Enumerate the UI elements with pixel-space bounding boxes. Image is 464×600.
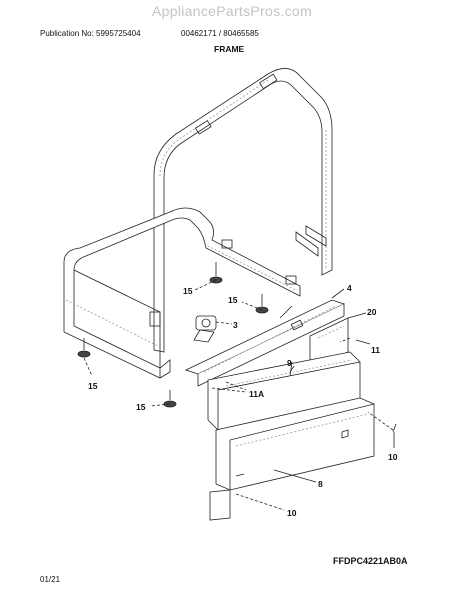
callout-11a: 11A bbox=[249, 389, 264, 399]
callout-4: 4 bbox=[347, 283, 352, 293]
callout-3: 3 bbox=[233, 320, 238, 330]
leg-15-a bbox=[194, 262, 223, 291]
callout-8: 8 bbox=[318, 479, 323, 489]
callout-leaders bbox=[279, 305, 295, 373]
base-frame bbox=[63, 207, 301, 379]
callout-15-d: 15 bbox=[136, 402, 146, 412]
front-rail bbox=[184, 288, 346, 387]
toe-kick-panel bbox=[209, 397, 375, 521]
callout-15-a: 15 bbox=[183, 286, 193, 296]
screw-10-right bbox=[367, 411, 397, 448]
callout-10-right: 10 bbox=[388, 452, 398, 462]
inlet-valve bbox=[193, 315, 233, 343]
watermark: AppliancePartsPros.com bbox=[152, 3, 312, 19]
callout-9: 9 bbox=[287, 358, 292, 368]
callout-15-c: 15 bbox=[88, 381, 98, 391]
callout-15-b: 15 bbox=[228, 295, 238, 305]
callout-10-lower: 10 bbox=[287, 508, 297, 518]
leg-15-b bbox=[241, 294, 269, 314]
leg-15-d bbox=[149, 390, 177, 408]
leg-15-c bbox=[77, 338, 93, 377]
model-numbers: 00462171 / 80465585 bbox=[181, 29, 259, 38]
callout-labels: 15 15 15 15 3 4 20 11 9 11A 10 8 10 bbox=[88, 283, 398, 518]
page-number: 01/21 bbox=[40, 575, 61, 584]
publication-number: Publication No: 5995725404 bbox=[40, 29, 141, 38]
screw-11 bbox=[339, 337, 371, 345]
screws-11a bbox=[211, 381, 247, 393]
callout-20: 20 bbox=[367, 307, 377, 317]
upper-frame bbox=[153, 68, 333, 353]
model-code: FFDPC4221AB0A bbox=[333, 556, 408, 566]
screw-10-lower bbox=[235, 493, 285, 511]
leveling-legs bbox=[77, 262, 269, 408]
section-title: FRAME bbox=[214, 44, 245, 54]
callout-11: 11 bbox=[371, 345, 380, 355]
